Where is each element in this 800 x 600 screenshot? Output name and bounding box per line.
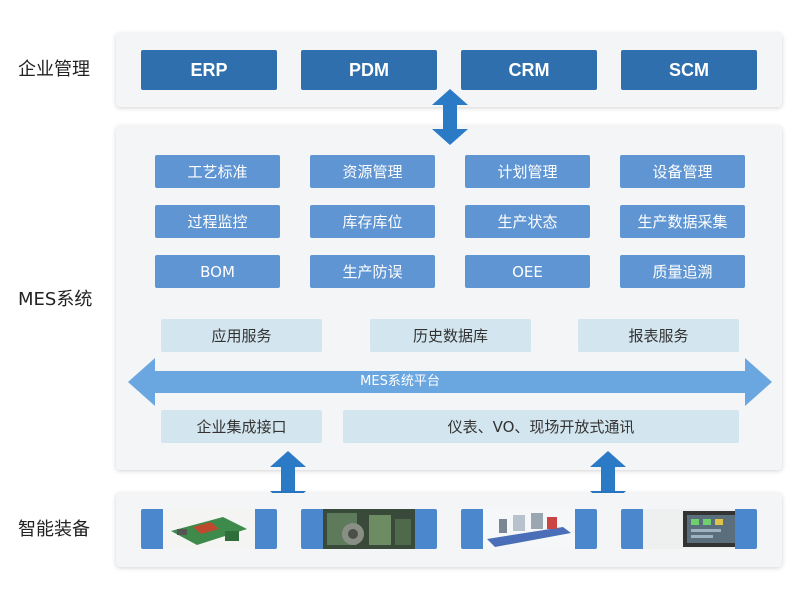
erp-box: ERP (141, 50, 277, 90)
production-line-icon (163, 509, 255, 549)
module-equipment-management: 设备管理 (620, 155, 745, 188)
touchscreen-panel-icon (643, 509, 735, 549)
module-production-data-collection: 生产数据采集 (620, 205, 745, 238)
row-label-enterprise: 企业管理 (18, 59, 90, 80)
module-production-status: 生产状态 (465, 205, 590, 238)
equipment-slot-4 (621, 509, 757, 549)
module-error-proofing: 生产防误 (310, 255, 435, 288)
scm-box: SCM (621, 50, 757, 90)
module-bom: BOM (155, 255, 280, 288)
arrow-enterprise-mes (432, 89, 468, 145)
platform-label: MES系统平台 (360, 374, 440, 389)
equipment-slot-3 (461, 509, 597, 549)
module-oee: OEE (465, 255, 590, 288)
equipment-slot-2 (301, 509, 437, 549)
module-quality-traceability: 质量追溯 (620, 255, 745, 288)
interface-enterprise-integration: 企业集成接口 (161, 410, 322, 443)
machine-icon (323, 509, 415, 549)
row-label-equipment: 智能装备 (18, 519, 90, 540)
interface-field-communication: 仪表、VO、现场开放式通讯 (343, 410, 739, 443)
service-history-database: 历史数据库 (370, 319, 531, 352)
service-report: 报表服务 (578, 319, 739, 352)
equipment-slot-1 (141, 509, 277, 549)
module-plan-management: 计划管理 (465, 155, 590, 188)
conveyor-line-icon (483, 509, 575, 549)
service-application: 应用服务 (161, 319, 322, 352)
module-process-standard: 工艺标准 (155, 155, 280, 188)
module-process-monitoring: 过程监控 (155, 205, 280, 238)
module-resource-management: 资源管理 (310, 155, 435, 188)
row-label-mes: MES系统 (18, 289, 93, 310)
crm-box: CRM (461, 50, 597, 90)
pdm-box: PDM (301, 50, 437, 90)
module-inventory-location: 库存库位 (310, 205, 435, 238)
